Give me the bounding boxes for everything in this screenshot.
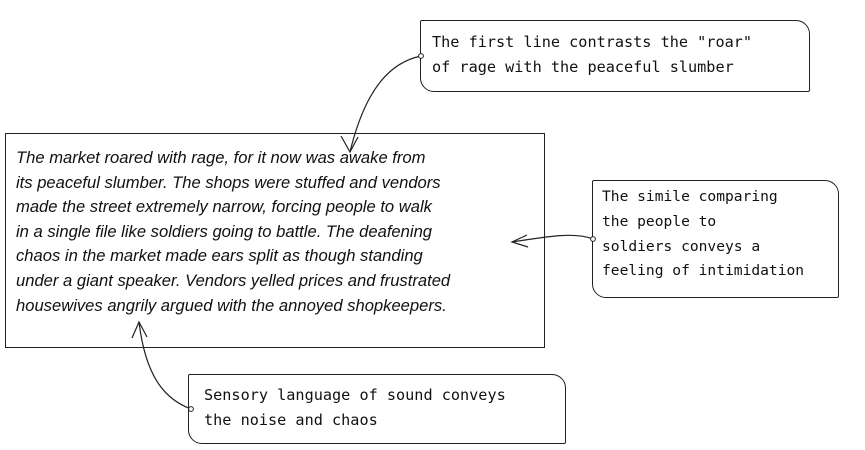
passage-line: housewives angrily argued with the annoy… bbox=[16, 295, 447, 315]
annotation-top-box: The first line contrasts the "roar" of r… bbox=[420, 20, 810, 92]
annotation-right-box: The simile comparing the people to soldi… bbox=[592, 180, 839, 298]
passage-line: under a giant speaker. Vendors yelled pr… bbox=[16, 270, 451, 290]
annotation-line: Sensory language of sound conveys bbox=[204, 386, 506, 404]
passage-line: The market roared with rage, for it now … bbox=[16, 148, 426, 167]
annotation-line: feeling of intimidation bbox=[602, 262, 805, 280]
passage-line: made the street extremely narrow, forcin… bbox=[16, 197, 432, 217]
annotation-line: soldiers conveys a bbox=[602, 237, 761, 255]
passage-line: in a single file like soldiers going to … bbox=[16, 221, 433, 241]
annotation-line: the noise and chaos bbox=[204, 410, 378, 429]
annotation-line: The first line contrasts the "roar" bbox=[432, 33, 753, 51]
annotation-line: the people to bbox=[602, 212, 717, 230]
annotation-bottom-box: Sensory language of sound conveys the no… bbox=[188, 374, 566, 444]
annotation-line: of rage with the peaceful slumber bbox=[432, 57, 734, 76]
annotation-line: The simile comparing bbox=[602, 188, 778, 205]
passage-line: its peaceful slumber. The shops were stu… bbox=[16, 172, 441, 192]
passage-box: The market roared with rage, for it now … bbox=[5, 133, 545, 348]
passage-line: chaos in the market made ears split as t… bbox=[16, 246, 423, 266]
